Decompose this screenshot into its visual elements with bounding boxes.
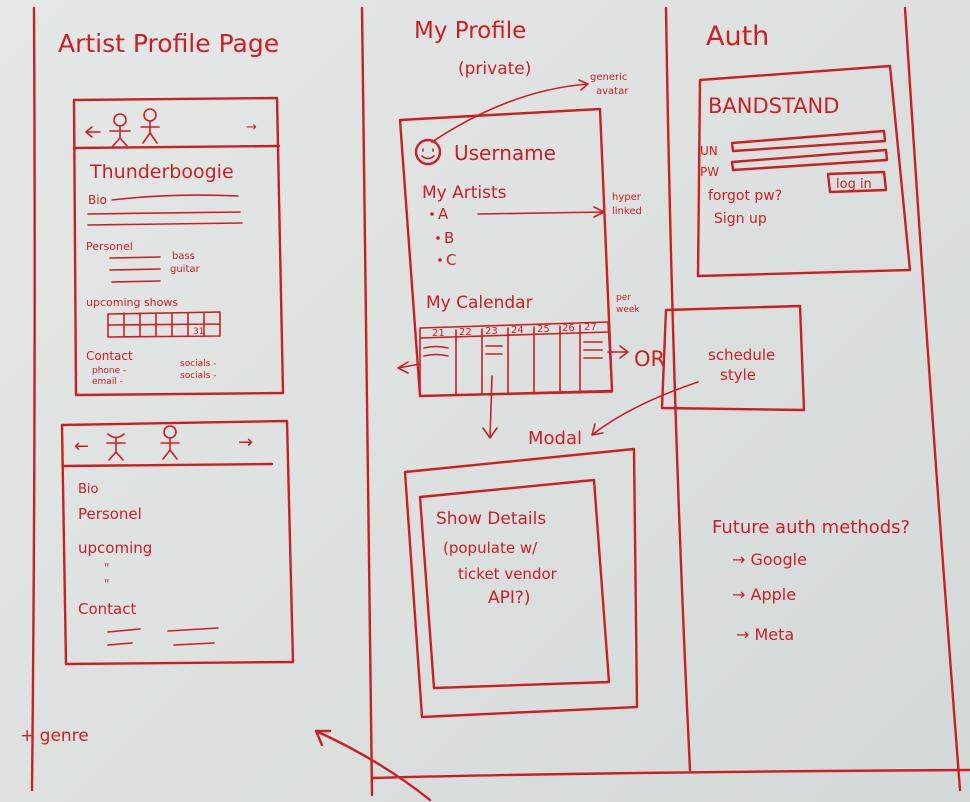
username-field-label: UN: [700, 144, 718, 158]
upcoming-shows-label: upcoming shows: [86, 296, 178, 309]
login-button-label: log in: [836, 177, 872, 192]
svg-text:socials -: socials -: [180, 371, 216, 381]
auth-method-meta: → Meta: [736, 625, 794, 644]
auth-column-title: Auth: [706, 21, 769, 52]
to-modal-arrow: [482, 375, 498, 439]
svg-text:per: per: [616, 293, 631, 303]
guitar-label: guitar: [170, 264, 201, 275]
brand-name: BANDSTAND: [708, 94, 839, 118]
artist-link-b[interactable]: B: [444, 229, 454, 247]
my-artists-heading: My Artists: [422, 183, 507, 203]
svg-text:Bio: Bio: [78, 482, 99, 497]
column-divider-left: [30, 6, 36, 792]
bottom-line: [370, 768, 970, 780]
svg-text:phone -: phone -: [92, 366, 126, 376]
auth-wireframe-frame: [696, 64, 912, 278]
week-date: 23: [485, 326, 498, 337]
genre-note: + genre: [20, 726, 89, 746]
my-calendar-heading: My Calendar: [426, 293, 533, 313]
next-week-arrow: [607, 345, 629, 359]
svg-text:week: week: [616, 305, 640, 315]
column-divider-middle: [360, 6, 374, 797]
schedule-style-box: [660, 304, 806, 412]
artist-column-title: Artist Profile Page: [58, 29, 279, 58]
svg-text:": ": [104, 577, 110, 591]
auth-method-apple: → Apple: [732, 585, 796, 604]
week-date: 24: [511, 325, 524, 336]
password-field[interactable]: [730, 148, 889, 172]
modal-inner-frame: [418, 478, 611, 690]
svg-text:schedule: schedule: [708, 346, 775, 364]
modal-line: (populate w/: [443, 539, 538, 557]
svg-text:upcoming: upcoming: [78, 539, 152, 557]
password-field-label: PW: [700, 165, 719, 179]
svg-text:generic: generic: [590, 72, 627, 83]
modal-frame: [403, 447, 639, 719]
stick-figure-icon: [106, 433, 126, 461]
contact-label: Contact: [86, 349, 133, 363]
future-auth-heading: Future auth methods?: [712, 517, 910, 538]
modal-label: Modal: [528, 428, 582, 449]
artist-link-c[interactable]: C: [446, 251, 456, 269]
prev-week-arrow: [397, 361, 421, 374]
smiley-face-icon: [421, 148, 435, 160]
left-arrow-icon: ←: [74, 436, 89, 457]
week-date: 25: [537, 324, 550, 335]
hyperlink-arrow: [477, 206, 605, 218]
artist-wireframe-2-frame: [60, 419, 295, 666]
svg-text:hyper: hyper: [612, 192, 642, 203]
svg-text:email -: email -: [92, 377, 123, 387]
shows-calendar-grid: [107, 311, 221, 338]
stick-figure-icon: [109, 113, 131, 147]
avatar-note-arrow: [431, 79, 589, 143]
modal-line: ticket vendor: [458, 565, 558, 583]
svg-text:style: style: [720, 366, 756, 384]
svg-text:": ": [104, 561, 110, 575]
or-label: OR: [634, 347, 665, 371]
artist-name: Thunderboogie: [89, 161, 234, 183]
modal-line: Show Details: [436, 509, 546, 529]
week-date: 27: [584, 322, 597, 333]
bass-label: bass: [172, 251, 195, 262]
right-arrow-icon: →: [238, 432, 253, 453]
personel-label: Personel: [86, 240, 133, 253]
profile-subtitle: (private): [458, 59, 531, 79]
svg-text:Contact: Contact: [78, 600, 136, 618]
schedule-to-modal-arrow: [591, 381, 699, 436]
column-divider-far-right: [903, 6, 962, 792]
week-date: 22: [459, 327, 472, 338]
column-divider-right: [664, 6, 692, 772]
username-label: Username: [454, 141, 556, 165]
svg-text:linked: linked: [612, 206, 642, 217]
artist-wireframe-1-frame: [72, 96, 285, 397]
modal-line: API?): [488, 588, 531, 608]
week-date: 21: [432, 328, 445, 339]
svg-text:31: 31: [193, 327, 204, 337]
sign-up-link[interactable]: Sign up: [714, 211, 767, 227]
forgot-password-link[interactable]: forgot pw?: [708, 188, 782, 204]
login-button[interactable]: [826, 170, 888, 194]
artist-link-a[interactable]: A: [438, 205, 449, 223]
profile-column-title: My Profile: [414, 18, 526, 44]
week-date: 26: [562, 323, 575, 334]
auth-method-google: → Google: [732, 550, 807, 569]
week-calendar: 21 22 23 24 25 26 27: [419, 321, 613, 397]
svg-text:socials -: socials -: [180, 359, 216, 369]
svg-text:avatar: avatar: [596, 86, 629, 97]
stick-figure-icon: [160, 425, 180, 460]
svg-text:Personel: Personel: [78, 505, 142, 523]
left-arrow-icon: [85, 126, 101, 138]
genre-arrow: [314, 729, 432, 802]
bio-label: Bio: [88, 193, 107, 207]
right-arrow-icon: →: [246, 120, 257, 135]
username-field[interactable]: [730, 129, 887, 153]
avatar-icon: [414, 138, 442, 166]
stick-figure-icon: [140, 108, 160, 144]
